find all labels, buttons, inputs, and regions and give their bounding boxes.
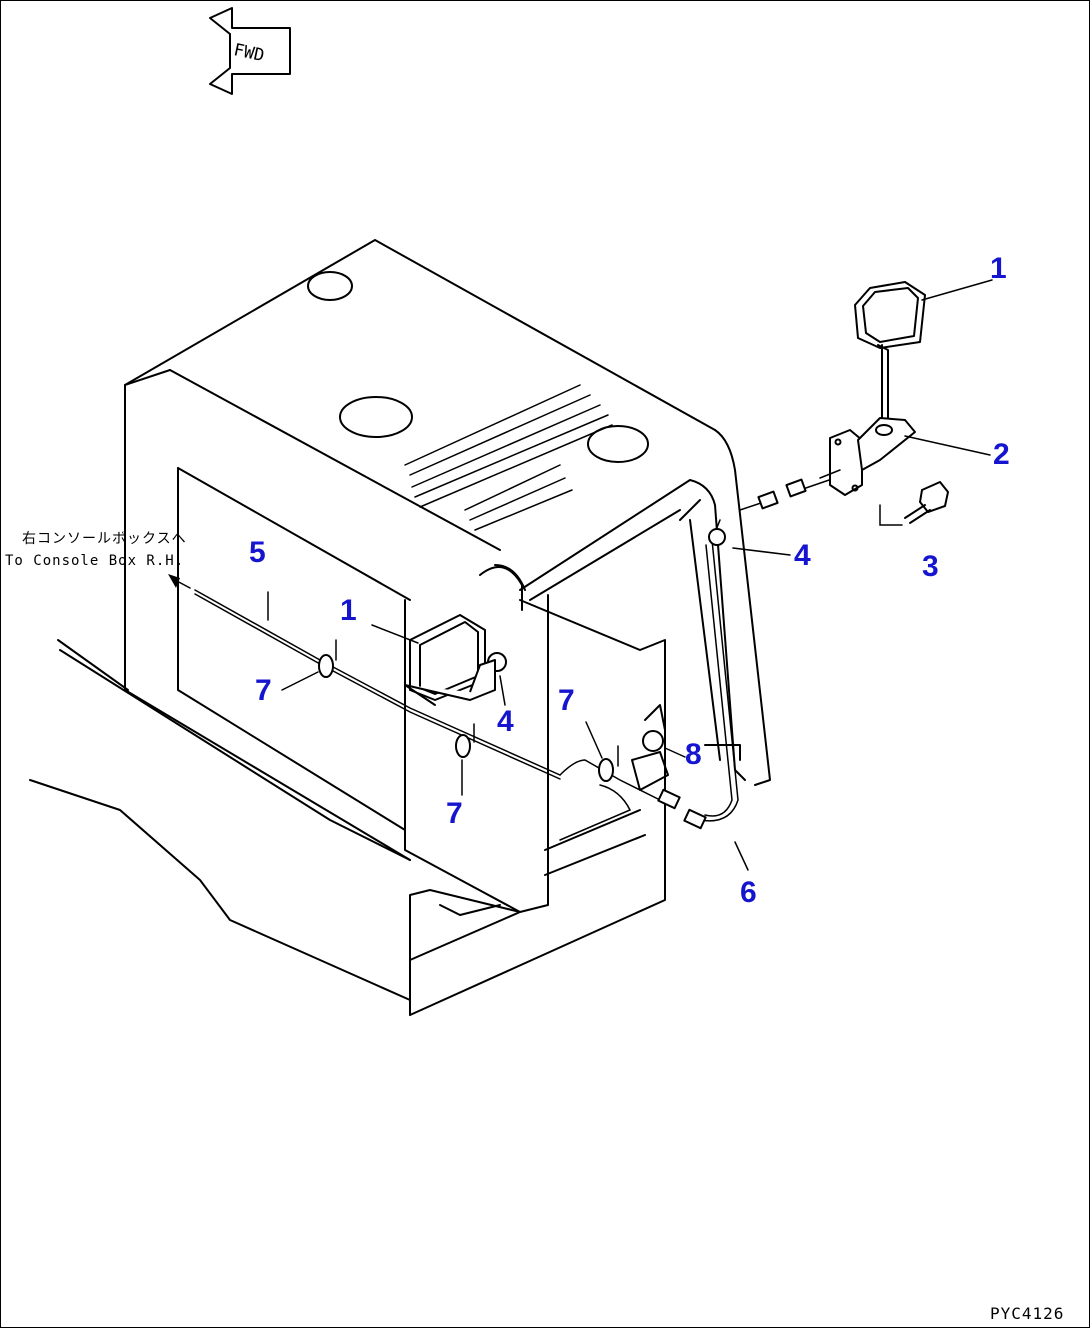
clamps [487,528,726,791]
callout-clamp-right: 4 [794,539,811,572]
callout-harness-6: 6 [740,876,757,909]
callout-grommet-left: 7 [255,674,272,707]
callout-lamp-mounted: 1 [340,594,357,627]
callout-harness: 5 [249,536,266,569]
callout-clamp-left: 4 [497,705,514,738]
cab-body [124,239,771,1016]
fwd-arrow-icon: FWD [209,7,291,95]
callout-grommet-right: 7 [558,684,575,717]
work-lamp-exploded [854,281,926,421]
callout-bolt: 3 [922,550,939,583]
connectors [657,478,807,830]
wiring-harness [168,477,836,841]
callout-grommet-center: 7 [446,797,463,830]
callout-clamp-8: 8 [685,738,702,771]
callout-bracket: 2 [993,438,1010,471]
leader-lines [267,279,993,871]
note-english: To Console Box R.H. [5,553,185,569]
work-lamp-mounted [404,614,496,706]
callout-lamp-exploded: 1 [990,252,1007,285]
note-japanese: 右コンソールボックスへ [22,531,187,547]
chassis-outline [29,639,411,1016]
figure-code: PYC4126 [990,1304,1065,1323]
lamp-bracket [819,417,916,496]
roof-vents [404,384,613,531]
mounting-bolt [879,481,949,526]
grommets [318,639,619,782]
